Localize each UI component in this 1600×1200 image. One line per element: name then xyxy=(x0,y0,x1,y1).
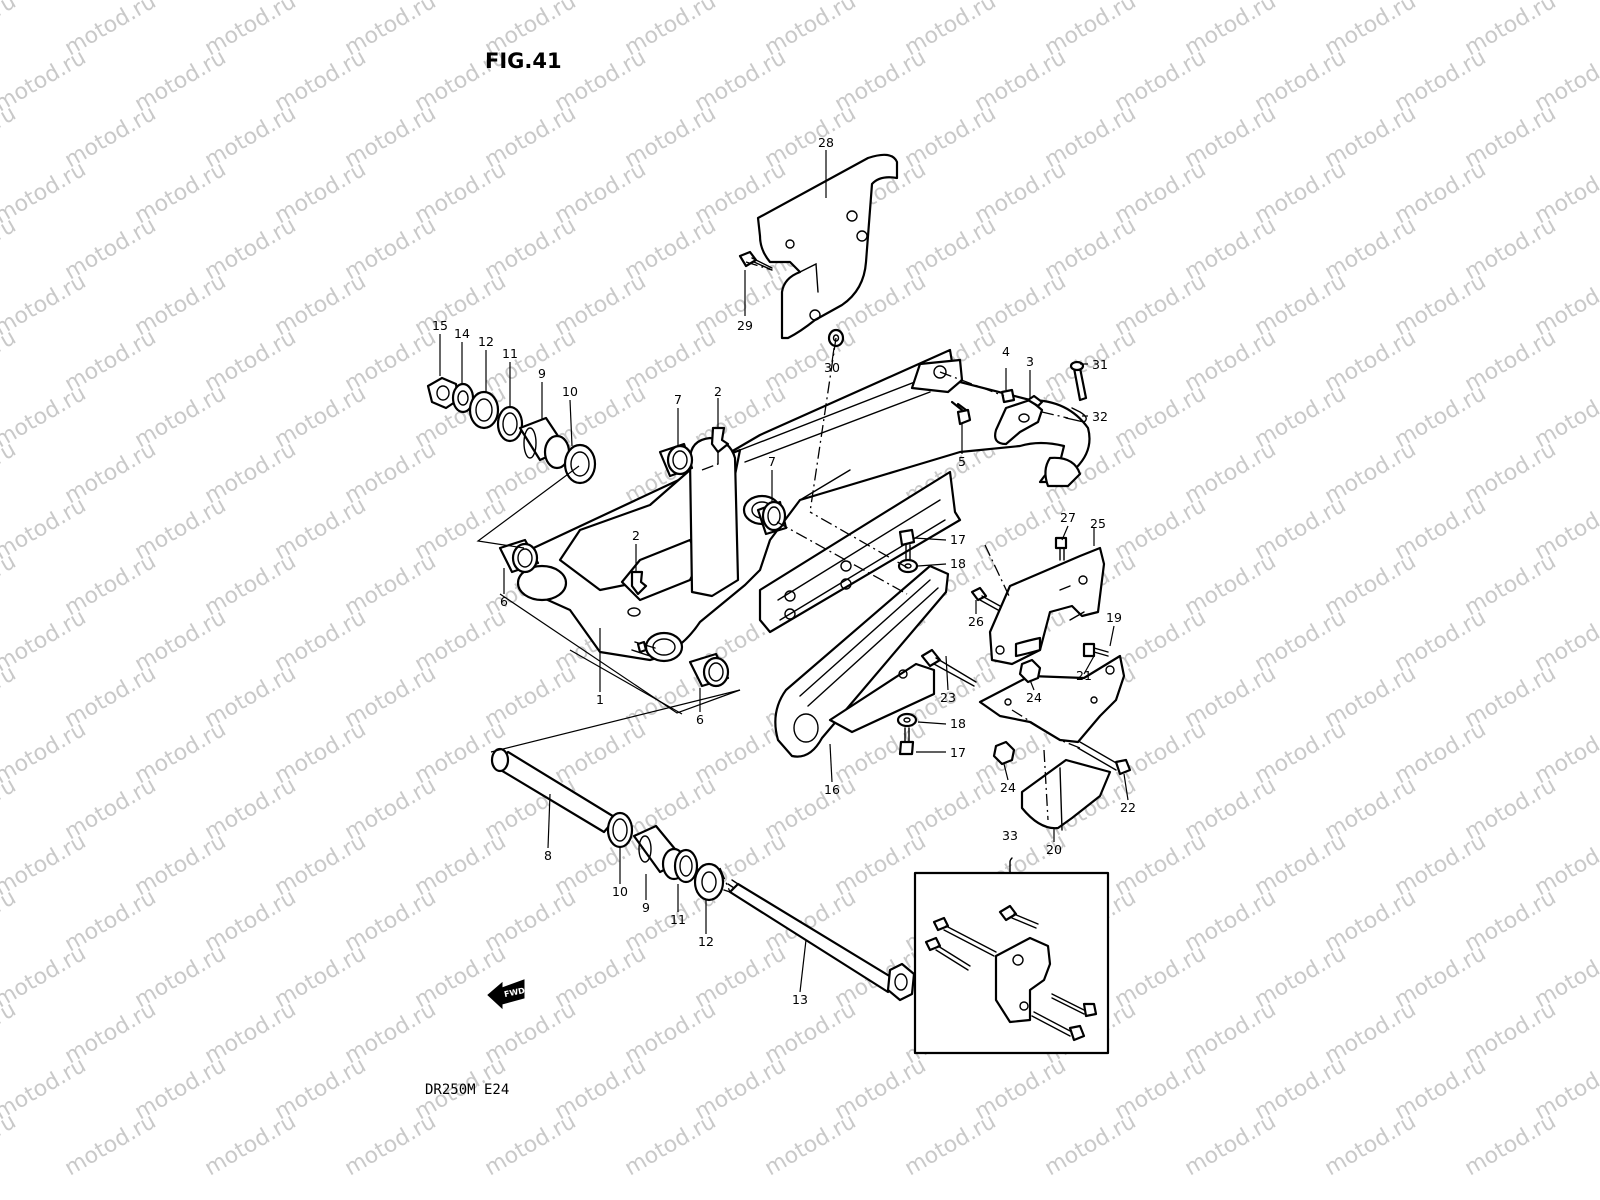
callout-26: 26 xyxy=(968,614,984,629)
callout-18-lower: 18 xyxy=(950,716,966,731)
bolt-22 xyxy=(1077,741,1132,776)
bolt-26 xyxy=(970,586,1001,611)
grease-nipple-2-upper xyxy=(710,426,730,465)
callout-31: 31 xyxy=(1092,357,1108,372)
spacer-9-left xyxy=(518,416,571,470)
callout-7-right: 7 xyxy=(768,454,776,469)
callout-33: 33 xyxy=(1002,828,1018,843)
grease-nipple-2-lower xyxy=(627,570,648,617)
plate-19 xyxy=(978,654,1126,744)
callout-5: 5 xyxy=(958,454,966,469)
callout-12-upper: 12 xyxy=(478,334,494,349)
chain-guard-28 xyxy=(756,153,899,340)
callout-7-left: 7 xyxy=(674,392,682,407)
callout-24-upper: 24 xyxy=(1026,690,1042,705)
callout-25: 25 xyxy=(1090,516,1106,531)
callout-1: 1 xyxy=(596,692,604,707)
bush-10-left xyxy=(563,443,597,485)
bolt-5 xyxy=(950,400,972,426)
bolt-29 xyxy=(738,250,773,271)
callout-2-lower: 2 xyxy=(632,528,640,543)
callout-12-lower: 12 xyxy=(698,934,714,949)
callout-17-upper: 17 xyxy=(950,532,966,547)
bolt-23 xyxy=(920,648,977,687)
needle-bearing-7-left xyxy=(658,442,694,478)
alignment-lines xyxy=(701,261,1081,893)
spacer-12-left xyxy=(468,390,500,430)
callout-2-upper: 2 xyxy=(714,384,722,399)
bolt-17-lower xyxy=(898,727,915,756)
callout-27: 27 xyxy=(1060,510,1076,525)
callout-10-lower: 10 xyxy=(612,884,628,899)
bolt-21 xyxy=(1082,642,1109,658)
callout-6-left: 6 xyxy=(500,594,508,609)
spacer-12-right xyxy=(693,862,725,902)
callout-4: 4 xyxy=(1002,344,1010,359)
bush-10-right xyxy=(606,811,634,849)
callout-6-right: 6 xyxy=(696,712,704,727)
callout-29: 29 xyxy=(737,318,753,333)
washer-18-lower xyxy=(896,712,918,728)
callout-30: 30 xyxy=(824,360,840,375)
callout-8: 8 xyxy=(544,848,552,863)
callout-19: 19 xyxy=(1106,610,1122,625)
nut-24-upper xyxy=(1018,658,1042,684)
oil-seal-11-right xyxy=(673,848,699,884)
chain-buffer-16 xyxy=(774,564,950,758)
needle-bearing-6-left xyxy=(498,538,540,574)
callout-21: 21 xyxy=(1076,668,1092,683)
bolt-4 xyxy=(1000,388,1016,404)
forward-label: FWD xyxy=(503,986,526,999)
callout-9-lower: 9 xyxy=(642,900,650,915)
callout-28: 28 xyxy=(818,135,834,150)
callout-17-lower: 17 xyxy=(950,745,966,760)
figure-title: FIG.41 xyxy=(485,49,562,73)
callout-23: 23 xyxy=(940,690,956,705)
kit-33 xyxy=(913,857,1110,1055)
callout-32: 32 xyxy=(1092,409,1108,424)
callout-16: 16 xyxy=(824,782,840,797)
nut-24-lower xyxy=(992,740,1016,766)
bracket-25 xyxy=(988,546,1106,666)
forward-arrow-icon: FWD xyxy=(487,979,526,1010)
callout-22: 22 xyxy=(1120,800,1136,815)
assembly-lines xyxy=(476,465,741,753)
callout-9-upper: 9 xyxy=(538,366,546,381)
needle-bearing-6-right xyxy=(688,652,730,688)
callout-10-upper: 10 xyxy=(562,384,578,399)
callout-15: 15 xyxy=(432,318,448,333)
swing-arm-1 xyxy=(516,348,1091,663)
oil-seal-11-left xyxy=(496,405,524,443)
pivot-sleeve-8 xyxy=(490,747,618,834)
model-code: DR250M E24 xyxy=(425,1082,509,1098)
leader-lines xyxy=(439,150,1129,993)
clevis-pin-31 xyxy=(1069,360,1088,402)
callout-24-lower: 24 xyxy=(1000,780,1016,795)
callout-13: 13 xyxy=(792,992,808,1007)
callout-14: 14 xyxy=(454,326,470,341)
callout-18-upper: 18 xyxy=(950,556,966,571)
bolt-27 xyxy=(1054,536,1068,561)
cotter-pin-32 xyxy=(1065,407,1087,423)
callout-labels: 1 2 2 3 4 5 6 6 7 7 8 9 9 10 10 11 11 12… xyxy=(432,135,1136,1007)
callout-11-upper: 11 xyxy=(502,346,518,361)
callout-3: 3 xyxy=(1026,354,1034,369)
guard-20 xyxy=(1020,758,1112,831)
callout-11-lower: 11 xyxy=(670,912,686,927)
callout-20: 20 xyxy=(1046,842,1062,857)
washer-18-upper xyxy=(897,558,919,574)
bracket-3 xyxy=(994,394,1044,446)
pivot-bolt-13 xyxy=(723,879,916,1002)
